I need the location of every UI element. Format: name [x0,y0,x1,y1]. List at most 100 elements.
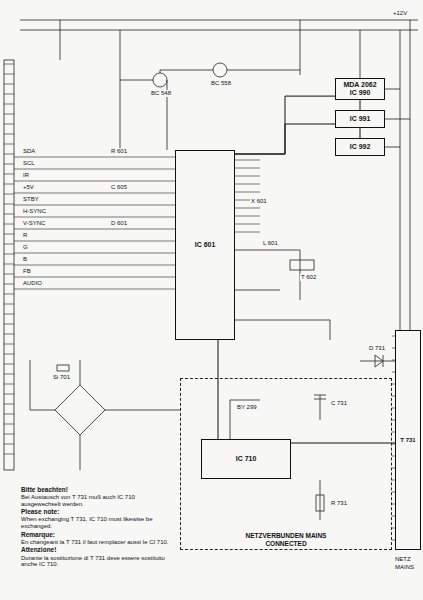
wire [4,294,14,295]
wire [4,304,14,305]
right-wires [385,20,410,330]
wire [14,277,175,278]
wire [4,344,14,345]
wire [4,274,14,275]
wire [235,232,260,233]
ic-box: MDA 2062IC 990 [335,78,385,100]
part-label: T 602 [300,274,317,281]
node-text: IC 710 [236,455,257,463]
wire [4,454,14,455]
ic-box: IC 710 [201,439,291,479]
wire [4,384,14,385]
wire [4,224,14,225]
wire [14,205,175,206]
part-label: H-SYNC [22,208,47,215]
wire [4,324,14,325]
wire [235,160,260,161]
connector [235,124,335,154]
note-text: En changeant la T 731 il faut remplacer … [20,539,170,546]
part-label: X 601 [250,198,268,205]
part-label: IR [22,172,30,179]
wire [4,204,14,205]
wire [4,214,14,215]
wire [14,289,175,290]
wire [4,244,14,245]
wire [4,264,14,265]
wire [14,169,175,170]
connector [218,340,219,439]
wire [4,254,14,255]
part-label: AUDIO [22,280,43,287]
part-label: R 731 [330,500,348,507]
transistor-symbol [213,63,227,77]
wire [4,434,14,435]
wire [4,394,14,395]
part-label: R 601 [110,148,128,155]
part-label: +12V [392,10,408,17]
connector [291,443,395,444]
transformer-box: T 731 [395,330,421,550]
node-text: IC 991 [350,115,371,123]
wire [4,144,14,145]
node-text: IC 992 [350,143,371,151]
ic-box: IC 992 [335,138,385,156]
wire [4,164,14,165]
wire [14,217,175,218]
part-label: STBY [22,196,40,203]
wire [4,74,14,75]
resistor-symbol [316,495,324,511]
part-label: FB [22,268,32,275]
node-text: IC 601 [195,241,216,249]
diode-symbol [360,355,395,367]
wire [235,208,260,209]
wire [4,234,14,235]
wire [4,104,14,105]
part-label: C 605 [110,184,128,191]
note-text: Durante la sostituzione di T 731 deve es… [20,555,170,568]
part-label: C 731 [330,400,348,407]
part-label: BC 548 [150,90,172,97]
wire [4,414,14,415]
node-text: NETZVERBUNDEN MAINS CONNECTED [231,532,341,547]
wire [4,114,14,115]
node-text: IC 990 [350,89,371,97]
wire [235,176,260,177]
wire [4,184,14,185]
wire [4,134,14,135]
wire [4,444,14,445]
wire [235,192,260,193]
ic-box: IC 601 [175,150,235,340]
note-text: Attenzione! [20,546,170,553]
part-label: D 731 [368,345,386,352]
wire [14,241,175,242]
wire [14,265,175,266]
connector [360,100,361,110]
part-label: SDA [22,148,36,155]
part-label: G [22,244,29,251]
part-label: BC 558 [210,80,232,87]
component-symbol [290,260,314,270]
wire [4,404,14,405]
wire [235,168,260,169]
supply-bus [20,20,418,150]
wire [4,424,14,425]
wire [14,157,175,158]
transistor-wires [120,70,300,150]
note-text: Remarque: [20,531,170,538]
part-label: SCL [22,160,36,167]
wire [4,334,14,335]
connector [235,96,335,154]
transistor-symbol [153,73,167,87]
wire [14,181,175,182]
wire [4,354,14,355]
wire [235,216,260,217]
mains-region: NETZVERBUNDEN MAINS CONNECTED IC 710 [180,378,392,550]
part-label: BY 299 [236,404,258,411]
ic-box: IC 991 [335,110,385,128]
node-text: MDA 2062 [343,81,376,89]
fuse-symbol [57,365,69,371]
wire [4,154,14,155]
part-label: D 601 [110,220,128,227]
bridge-rectifier [30,360,180,470]
part-label: L 601 [262,240,279,247]
